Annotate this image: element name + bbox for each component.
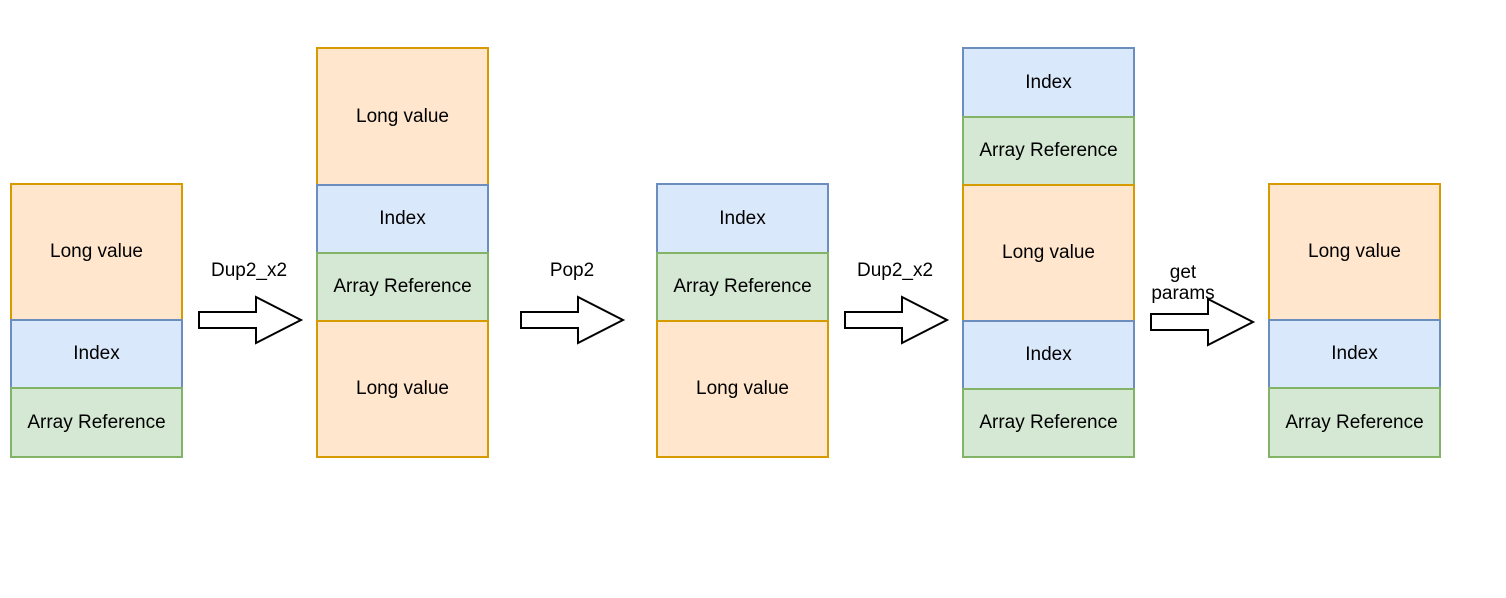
array-reference-cell: Array Reference: [1268, 387, 1441, 458]
cell-label: Index: [1331, 343, 1378, 364]
array-reference-cell: Array Reference: [656, 252, 829, 322]
index-cell: Index: [1268, 319, 1441, 389]
long-value-cell: Long value: [316, 320, 489, 458]
cell-label: Long value: [1308, 241, 1401, 262]
cell-label: Index: [719, 207, 766, 229]
cell-label: Index: [379, 208, 426, 229]
array-reference-cell: Array Reference: [10, 387, 183, 458]
index-cell: Index: [316, 184, 489, 254]
op-label-dup2-x2-second: Dup2_x2: [856, 260, 934, 281]
right-arrow-icon: [844, 295, 950, 345]
cell-label: Array Reference: [333, 276, 472, 297]
index-cell: Index: [962, 47, 1135, 118]
long-value-cell: Long value: [656, 320, 829, 458]
cell-label: Array Reference: [27, 411, 166, 433]
cell-label: Long value: [50, 241, 143, 262]
op-label-line: get: [1169, 262, 1197, 283]
cell-label: Long value: [1002, 242, 1095, 263]
cell-label: Long value: [696, 378, 789, 399]
cell-label: Array Reference: [673, 276, 812, 297]
cell-label: Array Reference: [979, 140, 1118, 161]
cell-label: Index: [1025, 71, 1072, 93]
op-label-dup2-x2-first: Dup2_x2: [210, 260, 288, 281]
index-cell: Index: [656, 183, 829, 254]
long-value-cell: Long value: [1268, 183, 1441, 321]
cell-label: Array Reference: [1285, 411, 1424, 433]
op-label-line: params: [1151, 283, 1215, 304]
long-value-cell: Long value: [316, 47, 489, 186]
cell-label: Long value: [356, 105, 449, 127]
array-reference-cell: Array Reference: [962, 388, 1135, 458]
cell-label: Index: [1025, 344, 1072, 365]
array-reference-cell: Array Reference: [962, 116, 1135, 186]
cell-label: Long value: [356, 378, 449, 399]
op-label-get-params: get params: [1143, 262, 1223, 304]
index-cell: Index: [962, 320, 1135, 390]
cell-label: Index: [73, 343, 120, 364]
right-arrow-icon: [1150, 297, 1256, 347]
cell-label: Array Reference: [979, 412, 1118, 433]
op-label-pop2: Pop2: [549, 260, 595, 281]
right-arrow-icon: [520, 295, 626, 345]
right-arrow-icon: [198, 295, 304, 345]
long-value-cell: Long value: [10, 183, 183, 321]
array-reference-cell: Array Reference: [316, 252, 489, 322]
long-value-cell: Long value: [962, 184, 1135, 322]
index-cell: Index: [10, 319, 183, 389]
